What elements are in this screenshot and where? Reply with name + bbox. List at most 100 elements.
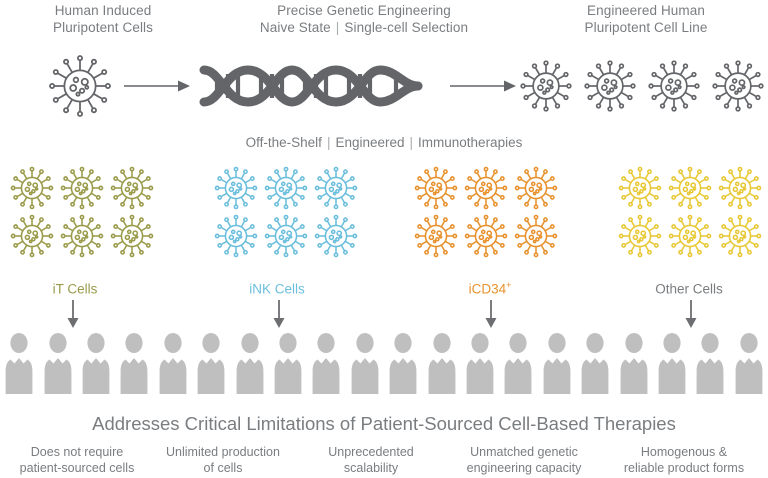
cell-icon-wrapper <box>717 213 763 259</box>
cell-icon-wrapper <box>263 213 309 259</box>
person-glyph <box>351 333 379 394</box>
person-icon <box>384 332 422 394</box>
person-glyph <box>120 333 148 394</box>
cell-icon <box>60 214 104 258</box>
caption-separator-2: | <box>409 135 414 150</box>
heading-line-2: Naive State|Single-cell Selection <box>196 19 532 36</box>
person-glyph <box>274 333 302 394</box>
person-icon <box>653 332 691 394</box>
cell-icon <box>414 166 458 210</box>
person-glyph <box>44 333 71 394</box>
cell-icon <box>264 214 308 258</box>
cell-icon <box>214 214 258 258</box>
down-arrow-icon <box>66 300 80 328</box>
cell-icon <box>110 166 154 210</box>
dna-helix-wrapper <box>199 60 423 112</box>
cell-icon-wrapper <box>667 213 713 259</box>
heading-line-1: Precise Genetic Engineering <box>277 3 451 18</box>
person-icon <box>230 332 268 394</box>
cell-icon <box>414 214 458 258</box>
cell-icon-wrapper <box>617 165 663 211</box>
heading-engineered-human-pluripotent-cell-line: Engineered Human Pluripotent Cell Line <box>524 2 768 36</box>
person-icon <box>346 332 384 394</box>
person-glyph <box>389 333 417 394</box>
person-glyph <box>504 333 532 394</box>
cell-icon-wrapper <box>213 213 259 259</box>
cell-icon <box>110 214 154 258</box>
benefit-line-2: scalability <box>343 461 399 475</box>
person-icon <box>115 332 153 394</box>
cell-icon-wrapper <box>59 165 105 211</box>
cell-icon-wrapper <box>263 165 309 211</box>
person-glyph <box>658 333 686 394</box>
cell-icon <box>618 214 662 258</box>
cell-icon <box>718 214 762 258</box>
caption-engineered: Engineered <box>335 135 405 150</box>
benefit-item: Does not require patient-sourced cells <box>0 444 154 476</box>
benefit-item: Unmatched genetic engineering capacity <box>442 444 606 476</box>
group-label-text: iNK Cells <box>249 281 305 297</box>
cell-icon-wrapper <box>463 165 509 211</box>
person-icon <box>307 332 345 394</box>
benefit-line-2: of cells <box>203 461 243 475</box>
cell-icon <box>668 214 712 258</box>
caption-immunotherapies: Immunotherapies <box>418 135 523 150</box>
cell-icon <box>584 60 636 112</box>
bottom-headline: Addresses Critical Limitations of Patien… <box>92 413 676 434</box>
engineered-cell-line <box>518 58 766 114</box>
cell-icon-wrapper <box>463 213 509 259</box>
person-glyph <box>428 333 455 394</box>
group-label-text: iCD34 <box>468 281 507 297</box>
down-arrow-glyph <box>485 300 497 328</box>
cell-icon-wrapper <box>213 165 259 211</box>
group-label-it-cells: iT Cells <box>0 280 150 297</box>
group-label-ink-cells: iNK Cells <box>202 280 352 297</box>
right-arrow-icon <box>450 80 516 92</box>
cell-icon-wrapper <box>313 213 359 259</box>
benefit-item: Homogenous & reliable product forms <box>600 444 768 476</box>
benefit-item: Unlimited production of cells <box>146 444 300 476</box>
benefit-line-2: patient-sourced cells <box>19 461 135 475</box>
cell-icon <box>514 214 558 258</box>
benefit-line-2: engineering capacity <box>466 461 582 475</box>
cell-icon-wrapper <box>513 213 559 259</box>
cell-icon-wrapper <box>413 165 459 211</box>
cell-icon-wrapper <box>667 165 713 211</box>
cell-group-icd34 <box>412 165 560 259</box>
benefit-line-1: Unmatched genetic <box>470 445 578 459</box>
person-icon <box>461 332 499 394</box>
person-glyph <box>696 333 724 394</box>
person-glyph <box>466 333 494 394</box>
cell-group-it-cells <box>8 165 156 259</box>
heading-naive-state: Naive State <box>259 20 331 35</box>
person-icon <box>269 332 307 394</box>
person-icon <box>422 332 460 394</box>
right-arrow-icon <box>124 80 190 92</box>
cell-icon <box>668 166 712 210</box>
person-glyph <box>159 333 187 394</box>
cell-icon <box>214 166 258 210</box>
cell-icon <box>648 60 700 112</box>
person-icon <box>192 332 230 394</box>
cell-icon-wrapper <box>9 165 55 211</box>
source-cell-icon-wrapper <box>46 52 114 120</box>
person-glyph <box>620 333 647 394</box>
person-icon <box>614 332 652 394</box>
person-icon <box>499 332 537 394</box>
cell-icon <box>264 166 308 210</box>
arrow-cells-to-dna <box>124 79 190 93</box>
cell-icon <box>10 166 54 210</box>
group-label-other-cells: Other Cells <box>614 280 764 297</box>
heading-line-1: Human Induced <box>54 3 152 18</box>
benefit-line-1: Unlimited production <box>166 445 280 459</box>
person-icon <box>691 332 729 394</box>
down-arrow-glyph <box>273 300 285 328</box>
cell-icon <box>718 166 762 210</box>
arrow-dna-to-engineered-cells <box>450 79 516 93</box>
cell-group-ink-cells <box>212 165 360 259</box>
benefit-line-1: Unprecedented <box>328 445 414 459</box>
heading-line-2: Pluripotent Cells <box>53 20 153 35</box>
group-label-text: iT Cells <box>52 281 98 297</box>
cell-icon-wrapper <box>413 213 459 259</box>
cell-icon-wrapper <box>617 213 663 259</box>
